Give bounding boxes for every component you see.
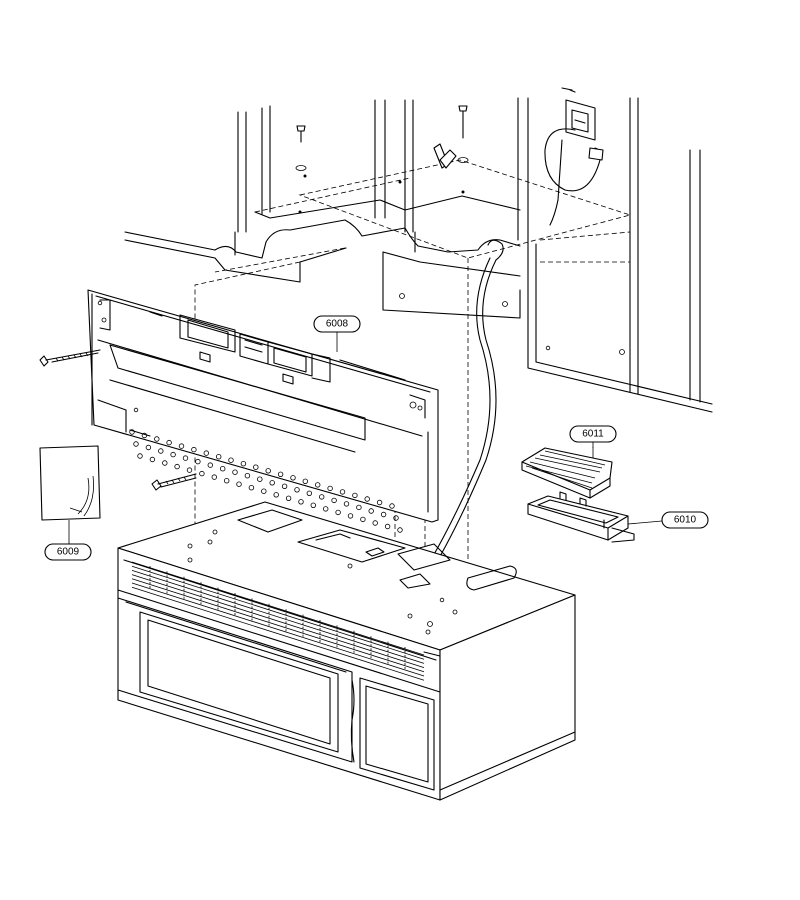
vent-hole [376, 499, 383, 506]
mounting-plate [87, 289, 439, 523]
vent-hole [265, 468, 271, 474]
vent-hole [384, 523, 391, 530]
vent-hole [236, 481, 242, 487]
vent-hole [170, 451, 176, 458]
vent-hole [290, 475, 296, 481]
vent-hole [162, 460, 168, 466]
vent-hole [393, 515, 399, 521]
plate-screw-lower [151, 473, 197, 491]
vent-hole [306, 490, 312, 496]
grille-slat [131, 570, 425, 664]
vent-hole [149, 456, 156, 463]
power-cord-plug [544, 128, 604, 226]
vent-hole [302, 478, 308, 484]
mounting-screw-right [457, 105, 469, 163]
vent-hole [223, 478, 230, 484]
toggle-bolt [433, 143, 457, 169]
vent-hole [372, 520, 378, 526]
vent-hole [129, 429, 135, 435]
vent-hole [368, 508, 374, 514]
microwave-oven [117, 501, 576, 801]
grille-slat [131, 574, 425, 668]
installation-template [39, 445, 101, 544]
vent-hole [211, 474, 217, 480]
vent-hole [364, 496, 370, 502]
callout-label-6011: 6011 [582, 429, 604, 440]
vent-hole [248, 485, 255, 491]
callout-6011: 6011 [569, 425, 617, 448]
vent-hole [158, 448, 164, 454]
vent-hole [186, 467, 193, 473]
vent-hole [360, 516, 366, 523]
vent-grille [131, 561, 425, 681]
grille-slat [131, 578, 425, 673]
callout-label-6008: 6008 [326, 319, 349, 330]
callout-6010: 6010 [627, 511, 709, 529]
plate-screw-left [39, 349, 101, 367]
callout-6008: 6008 [313, 315, 361, 352]
vent-hole [199, 470, 205, 477]
vent-hole [335, 509, 341, 516]
vent-hole [137, 453, 143, 459]
vent-hole [339, 489, 346, 495]
callout-label-6010: 6010 [674, 515, 697, 526]
vent-hole [154, 436, 160, 442]
vent-hole [315, 482, 321, 488]
grille-slat [131, 561, 425, 656]
vent-hole [319, 494, 325, 500]
vent-hole [240, 461, 247, 467]
vent-hole [228, 457, 234, 463]
vent-hole [207, 462, 213, 468]
vent-hole [343, 501, 350, 507]
vent-hole [257, 476, 263, 482]
vent-hole [219, 466, 226, 472]
exhaust-adapter [527, 491, 635, 543]
vent-hole [327, 485, 333, 492]
vent-hole [203, 450, 209, 456]
vent-hole [133, 441, 139, 447]
callout-label-6009: 6009 [57, 547, 80, 558]
vent-hole [389, 503, 395, 509]
vent-hole [298, 499, 304, 505]
vent-hole [182, 455, 189, 461]
mounting-screw-left [295, 125, 307, 171]
vent-hole [310, 502, 316, 508]
vent-hole [174, 463, 180, 470]
vent-hole [294, 487, 300, 493]
vent-hole [347, 513, 354, 519]
power-cord [419, 239, 504, 581]
grille-slat [131, 565, 425, 660]
callout-6009: 6009 [44, 543, 92, 561]
vent-hole [352, 492, 358, 499]
plate-vent-holes [129, 429, 403, 533]
vent-hole [166, 439, 172, 446]
vent-hole [232, 469, 238, 475]
vent-hole [356, 504, 362, 511]
grille-slat [131, 582, 425, 677]
vent-hole [178, 443, 185, 449]
vent-hole [145, 444, 152, 451]
grille-slat [131, 586, 425, 681]
vent-hole [269, 480, 275, 486]
vent-hole [141, 432, 148, 439]
upper-cabinet [124, 97, 529, 319]
vent-hole [281, 483, 288, 489]
vent-hole [323, 506, 329, 512]
vent-hole [273, 492, 279, 498]
vent-hole [285, 495, 292, 501]
wall-outlet [561, 87, 596, 141]
wall-side-panel [527, 97, 713, 413]
vent-hole [195, 458, 201, 465]
vent-hole [191, 446, 197, 453]
vent-hole [397, 527, 403, 533]
vent-hole [331, 497, 337, 504]
vent-hole [261, 488, 267, 494]
vent-hole [215, 454, 222, 460]
vent-hole [277, 471, 284, 477]
damper-assembly [521, 447, 613, 499]
vent-hole [253, 464, 259, 470]
vent-hole [380, 511, 387, 518]
vent-hole [244, 473, 251, 479]
